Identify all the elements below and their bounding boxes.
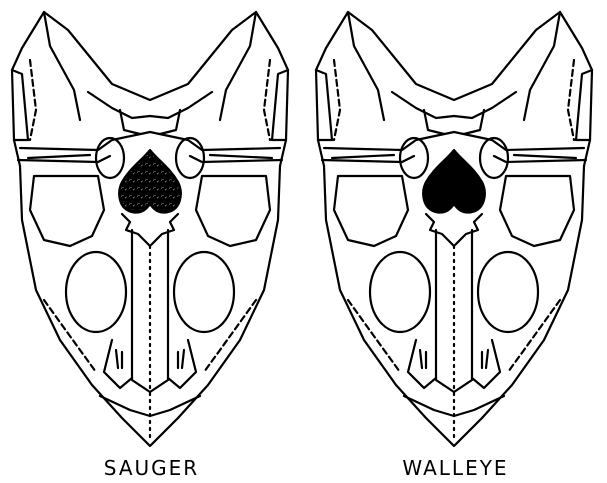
walleye-solid-patch <box>423 150 485 213</box>
sauger-label: SAUGER <box>0 456 303 480</box>
walleye-skull-outline <box>316 12 592 446</box>
sauger-speckled-patch <box>119 150 181 213</box>
sauger-skull-drawing <box>0 0 303 450</box>
sauger-panel: SAUGER <box>0 0 303 483</box>
walleye-panel: WALLEYE <box>304 0 607 483</box>
sauger-skull-outline <box>12 12 288 446</box>
walleye-label: WALLEYE <box>304 456 607 480</box>
walleye-skull-drawing <box>304 0 607 450</box>
